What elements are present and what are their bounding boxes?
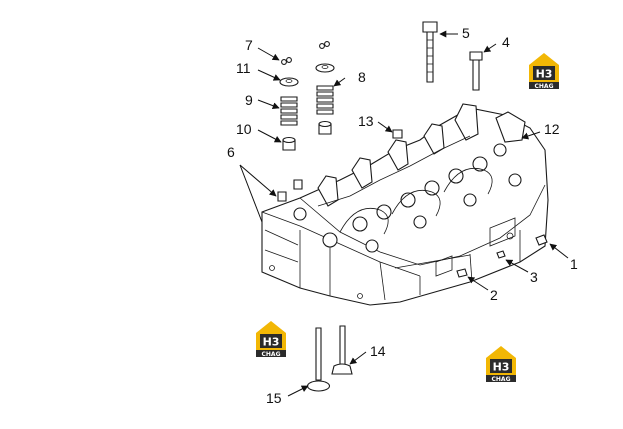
dowel-sleeves xyxy=(277,179,303,202)
head-bolt-short xyxy=(469,51,483,91)
svg-text:CHAG: CHAG xyxy=(262,351,281,358)
plug-13 xyxy=(392,129,403,139)
callout-10: 10 xyxy=(236,121,252,137)
svg-text:H3: H3 xyxy=(536,68,553,81)
callout-9: 9 xyxy=(245,92,253,108)
callout-2: 2 xyxy=(490,287,498,303)
svg-text:CHAG: CHAG xyxy=(535,83,554,90)
callout-11: 11 xyxy=(236,60,251,76)
valve-spring-left xyxy=(280,96,298,126)
cylinder-head xyxy=(261,103,549,306)
valve-keepers-left xyxy=(281,57,292,65)
plug-1 xyxy=(535,234,548,246)
callout-12: 12 xyxy=(544,121,560,137)
callout-3: 3 xyxy=(530,269,538,285)
valve-keepers-right xyxy=(319,41,330,49)
svg-text:CHAG: CHAG xyxy=(492,376,511,383)
callout-13: 13 xyxy=(358,113,374,129)
callout-1: 1 xyxy=(570,256,578,272)
callout-labels: 1 2 3 4 5 6 7 8 9 10 11 12 13 14 15 xyxy=(227,25,578,406)
valve-intake xyxy=(331,325,353,375)
plug-2 xyxy=(456,268,468,278)
spring-retainer-left xyxy=(279,77,299,87)
callout-6: 6 xyxy=(227,144,235,160)
svg-text:H3: H3 xyxy=(263,336,280,349)
valve-spring-right xyxy=(316,85,334,115)
plug-3 xyxy=(496,250,506,259)
leader-lines xyxy=(239,30,569,397)
watermark-logo-bottom-right: H3 CHAG xyxy=(486,346,516,383)
callout-4: 4 xyxy=(502,34,510,50)
head-bolt-long xyxy=(422,21,438,83)
watermark-logo-top-right: H3 CHAG xyxy=(529,53,559,90)
callout-8: 8 xyxy=(358,69,366,85)
callout-7: 7 xyxy=(245,37,253,53)
valve-stem-seal-right xyxy=(318,120,332,135)
valve-exhaust xyxy=(306,327,331,392)
callout-15: 15 xyxy=(266,390,282,406)
spring-retainer-right xyxy=(315,63,335,73)
svg-text:H3: H3 xyxy=(493,361,510,374)
valve-stem-seal-left xyxy=(282,136,296,151)
watermark-logo-bottom-left: H3 CHAG xyxy=(256,321,286,358)
callout-14: 14 xyxy=(370,343,386,359)
callout-5: 5 xyxy=(462,25,470,41)
